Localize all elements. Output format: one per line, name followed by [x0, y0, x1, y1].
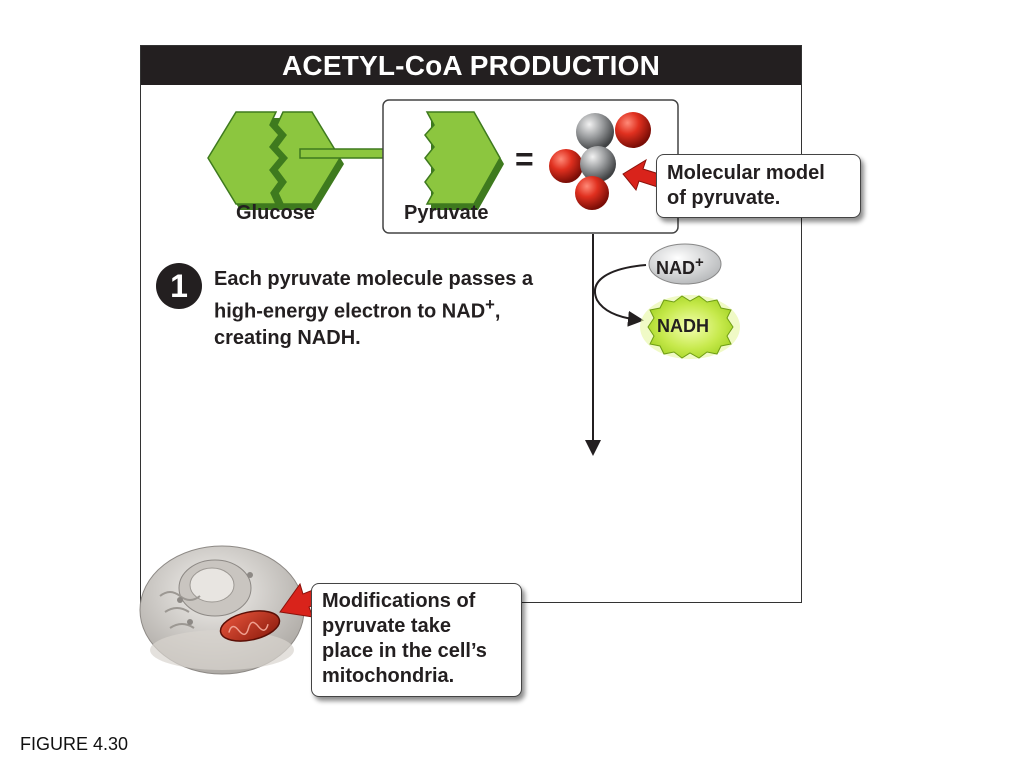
- figure-title: ACETYL-CoA PRODUCTION: [141, 46, 801, 85]
- figure-number: FIGURE 4.30: [20, 734, 129, 754]
- step-text-superscript: +: [485, 295, 495, 314]
- nad-plus-ellipse: [648, 243, 722, 285]
- mito-callout-line: Modifications of: [322, 590, 476, 612]
- mito-callout-line: place in the cell’s: [322, 640, 487, 662]
- pyruvate-molecule-icon: [424, 111, 504, 210]
- nadh-burst-icon: [640, 295, 740, 359]
- pyruvate-label: Pyruvate: [404, 202, 489, 224]
- glucose-molecule-icon: [207, 111, 344, 210]
- step-text-fragment: high-energy electron to NAD: [214, 300, 486, 323]
- step-text-line: creating NADH.: [214, 326, 361, 349]
- step-text-line: Each pyruvate molecule passes a: [214, 268, 534, 290]
- step-text-line: high-energy electron to NAD+,: [214, 292, 594, 325]
- molecule-callout-line: of pyruvate.: [667, 187, 781, 209]
- pyruvate-molecular-model-icon: [549, 112, 651, 210]
- mito-callout-line: mitochondria.: [322, 665, 455, 687]
- nadh-label: NADH: [657, 316, 709, 336]
- equals-sign: =: [515, 141, 534, 177]
- molecule-callout-line: Molecular model: [667, 162, 825, 184]
- step-description: Each pyruvate molecule passes a high-ene…: [214, 266, 594, 351]
- mitochondria-callout: Modifications of pyruvate take place in …: [311, 583, 522, 697]
- step-text-fragment: ,: [494, 300, 501, 323]
- nad-reduction-arrow: [594, 264, 647, 327]
- nad-plus-label: NAD+: [656, 254, 704, 279]
- nad-plus-superscript: +: [695, 254, 704, 271]
- cell-with-mitochondrion-icon: [139, 545, 305, 675]
- glucose-label: Glucose: [236, 202, 315, 224]
- step-number-badge: 1: [156, 263, 202, 309]
- molecule-callout: Molecular model of pyruvate.: [656, 154, 861, 218]
- mito-callout-line: pyruvate take: [322, 615, 451, 637]
- nad-plus-text: NAD: [656, 258, 695, 278]
